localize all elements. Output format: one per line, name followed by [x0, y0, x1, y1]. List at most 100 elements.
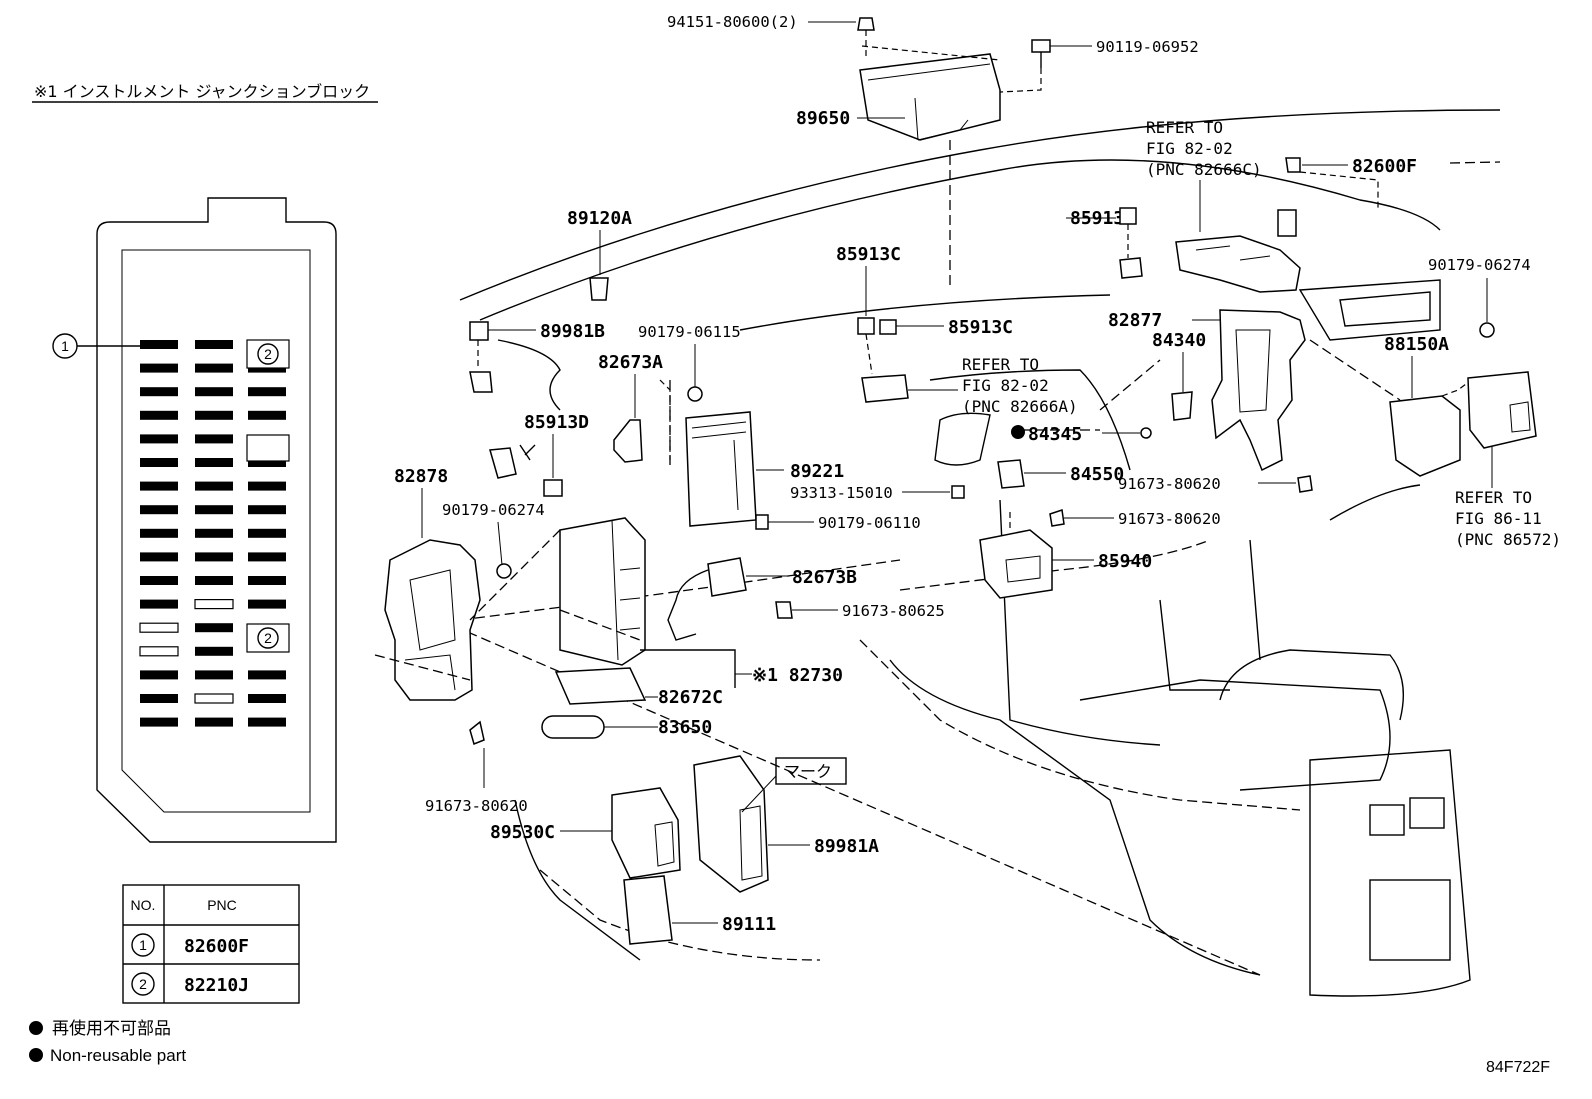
dash-conn-4	[1099, 359, 1161, 411]
label-89221: 89221	[790, 461, 844, 482]
ecu-89221	[685, 411, 757, 527]
fuse-slot	[140, 481, 178, 491]
lower-ecu-group: 89530C 89981A マーク 89111	[490, 755, 879, 945]
label-89530C: 89530C	[490, 822, 555, 843]
jb-82730-side	[611, 519, 619, 661]
bracket-82878-lower	[404, 654, 456, 691]
label-84345: 84345	[1028, 424, 1082, 445]
dash-82673A	[659, 379, 671, 460]
relay-block-82666A	[861, 374, 909, 403]
callout-2b-circle	[257, 627, 279, 649]
relay-82666C-small	[1277, 209, 1297, 237]
label-82877: 82877	[1108, 310, 1162, 331]
pnc-row-1-pnc: 82600F	[184, 936, 249, 957]
fuse-block-outline	[96, 197, 337, 843]
fuse-slot	[248, 410, 286, 420]
part-88150A-group: 90179-06274 88150A REFER TO FIG 86-11 (P…	[1309, 256, 1561, 549]
ecu-89650	[859, 53, 1001, 141]
fuse-slot	[195, 387, 233, 397]
cover-82672C	[554, 667, 647, 705]
pnc-row-1-circle	[131, 933, 155, 957]
label-85940: 85940	[1098, 551, 1152, 572]
armrest-outline	[1079, 679, 1391, 791]
pnc-table-frame	[122, 884, 300, 1004]
label-93313: 93313-15010	[790, 484, 893, 502]
label-90179-06110: 90179-06110	[818, 514, 921, 532]
label-82878: 82878	[394, 466, 448, 487]
part-82877-group: 85913D REFER TO FIG 82-02 (PNC 82666C) 8…	[1066, 118, 1501, 493]
dash-88150A	[1441, 383, 1467, 397]
relay-block-82666C	[1175, 235, 1301, 293]
label-90119: 90119-06952	[1096, 38, 1199, 56]
ecu-89221-ribs	[691, 421, 747, 439]
label-89981B: 89981B	[540, 321, 605, 342]
ecu-89981A-plug	[739, 805, 763, 881]
fuse-slot	[140, 434, 178, 444]
fuse-slot	[195, 552, 233, 562]
legend-en: Non-reusable part	[50, 1046, 186, 1065]
fuse-slot	[140, 458, 178, 467]
bolt-91673-a	[469, 720, 485, 746]
sensor-85940	[979, 529, 1053, 599]
fuse-slot	[140, 576, 178, 585]
ecu-88150A	[1389, 395, 1461, 477]
non-reusable-84345	[1011, 425, 1025, 439]
bracket-82877	[1211, 309, 1306, 472]
fuse-slot	[195, 646, 233, 656]
fuse-block: 2 2 1	[52, 197, 337, 843]
bracket-82878	[384, 539, 481, 701]
fuse-slot	[248, 552, 286, 562]
armrest-top	[1219, 649, 1405, 721]
label-84340: 84340	[1152, 330, 1206, 351]
pnc-row-1-no: 1	[139, 937, 147, 953]
fuse-slot	[195, 410, 233, 420]
fuse-slot	[140, 505, 178, 515]
bracket-85913D-b	[489, 447, 517, 479]
part-89981B-group: 89981B	[469, 321, 605, 411]
callout-2a-text: 2	[264, 346, 272, 362]
leader-90179-06274-a	[497, 521, 503, 566]
part-85913C-group: 85913C 85913C REFER TO FIG 82-02 (PNC 82…	[836, 244, 1078, 416]
label-94151: 94151-80600(2)	[667, 13, 798, 31]
label-90179-06274-a: 90179-06274	[442, 501, 545, 519]
fuse-block-inner	[121, 249, 311, 813]
label-82673B: 82673B	[792, 567, 857, 588]
label-83650: 83650	[658, 717, 712, 738]
callout-2a-circle	[257, 343, 279, 365]
fuse-slot	[248, 458, 286, 467]
fuse-82600F	[1285, 157, 1301, 173]
floor-dash-1	[859, 639, 1301, 811]
label-91673-80620-a: 91673-80620	[425, 797, 528, 815]
pnc-table-header-pnc: PNC	[207, 897, 237, 913]
junction-block-82730	[559, 517, 646, 666]
rear-vent-1	[1369, 804, 1405, 836]
fuse-slot	[140, 552, 178, 562]
fuse-slot	[140, 387, 178, 397]
footwell-left	[514, 799, 641, 961]
floor-dash-2	[899, 539, 1211, 591]
center-panel-outline	[929, 369, 1131, 471]
ref1-line3: (PNC 82666C)	[1146, 160, 1262, 179]
junction-block-note: ※1 インストルメント ジャンクションブロック	[32, 82, 378, 103]
relay-85913C-a	[857, 317, 875, 335]
connector-82673B	[707, 557, 747, 597]
relay-block-82666C-detail	[1195, 245, 1271, 261]
floor-dash-5	[439, 619, 1261, 976]
module-86572	[1467, 371, 1537, 449]
label-88150A: 88150A	[1384, 334, 1449, 355]
label-90179-06274-b: 90179-06274	[1428, 256, 1531, 274]
label-82600F: 82600F	[1352, 156, 1417, 177]
figure-id: 84F722F	[1486, 1059, 1550, 1076]
label-89120A: 89120A	[567, 208, 632, 229]
ecu-89650-bracket	[917, 119, 969, 141]
console-left-side	[999, 499, 1161, 746]
bracket-85913D-a	[1119, 257, 1143, 279]
ecu-89650-corner	[914, 97, 919, 141]
callout-1-text: 1	[61, 338, 69, 354]
ref3-line1: REFER TO	[1455, 488, 1532, 507]
fuse-slot	[248, 481, 286, 491]
fuse-grid	[139, 340, 286, 727]
ref2-line2: FIG 82-02	[962, 376, 1049, 395]
dash-top-inner	[479, 159, 1441, 321]
